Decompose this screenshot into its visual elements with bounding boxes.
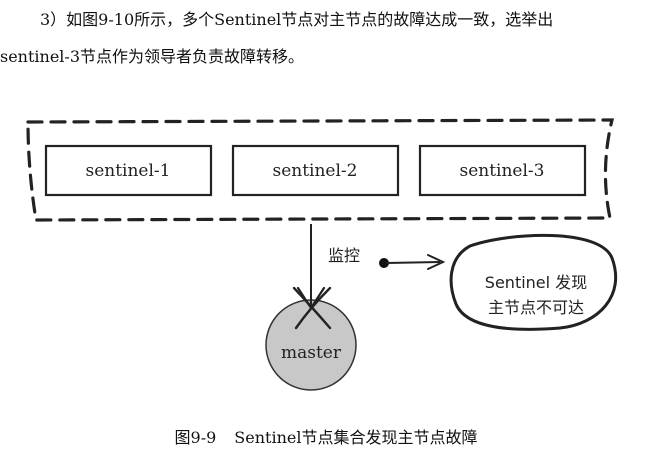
- sentinel-node-2: sentinel-2: [231, 144, 400, 197]
- sentinel-group-boundary: [26, 118, 615, 222]
- sentinel-node-1: sentinel-1: [44, 144, 213, 197]
- paragraph-line-1: 3）如图9-10所示，多个Sentinel节点对主节点的故障达成一致，选举出: [40, 10, 554, 29]
- paragraph-line-2: sentinel-3节点作为领导者负责故障转移。: [0, 47, 305, 66]
- monitor-label: 监控: [328, 246, 360, 265]
- callout-bubble: [449, 233, 618, 331]
- figure-caption-text: Sentinel节点集合发现主节点故障: [234, 428, 478, 447]
- callout-arrow-head: [427, 254, 446, 270]
- sentinel-node-3: sentinel-3: [418, 144, 587, 197]
- sentinel-node-2-label: sentinel-2: [272, 161, 357, 181]
- figure-caption: 图9-9 Sentinel节点集合发现主节点故障: [0, 428, 652, 448]
- master-node-label: master: [281, 343, 342, 363]
- callout-text-line-1: Sentinel 发现: [485, 273, 587, 292]
- sentinel-node-3-label: sentinel-3: [459, 161, 544, 181]
- sentinel-node-1-label: sentinel-1: [85, 161, 170, 181]
- callout-dot: [379, 258, 389, 268]
- failure-cross-mark: [292, 286, 332, 330]
- sentinel-diagram: sentinel-1 sentinel-2 sentinel-3 master …: [26, 118, 618, 391]
- callout-text-line-2: 主节点不可达: [488, 298, 584, 317]
- figure-number: 图9-9: [174, 428, 217, 447]
- callout-arrow: [385, 261, 441, 264]
